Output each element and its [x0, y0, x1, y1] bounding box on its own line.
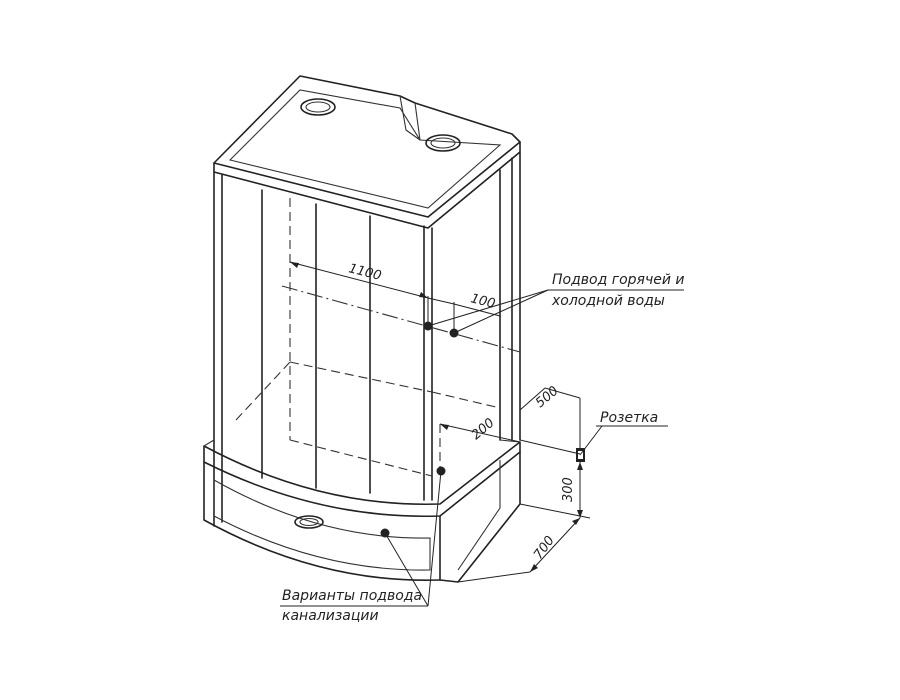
callout-leaders	[280, 289, 684, 607]
dim-100: 100	[469, 291, 497, 312]
hidden-lines	[235, 198, 501, 477]
dim-300: 300	[561, 477, 576, 502]
drain-label-line2: канализации	[282, 608, 379, 624]
roof-light-left	[300, 98, 336, 116]
drain-label-line1: Варианты подвода	[282, 588, 422, 604]
roof-light-right	[425, 134, 461, 152]
cabin-walls	[213, 151, 521, 527]
cabin-roof	[213, 75, 521, 229]
shower-tray	[203, 439, 521, 583]
center-lines	[281, 285, 521, 353]
dim-500: 500	[533, 384, 562, 411]
dimension-lines	[289, 261, 591, 583]
water-supply-label-line1: Подвод горячей и	[552, 272, 684, 288]
water-supply-label-line2: холодной воды	[551, 293, 665, 309]
socket-label: Розетка	[600, 410, 658, 426]
dim-700: 700	[531, 533, 558, 562]
dim-200: 200	[469, 416, 498, 443]
dim-1100: 1100	[347, 261, 383, 284]
tray-drain-front	[294, 515, 324, 529]
